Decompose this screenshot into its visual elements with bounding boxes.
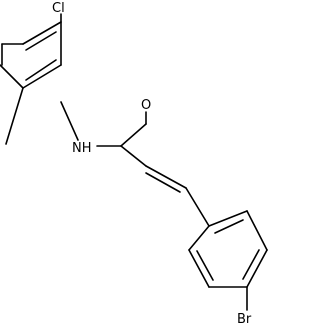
carbonyl-to-alkene-bond [120,145,147,167]
ring2-inner-double-2 [242,249,260,280]
chlorine-label: Cl [52,1,65,16]
carbonyl-double-bond-1 [120,123,147,147]
ring2-bond-5 [188,249,210,288]
ring1-inner-double-1 [25,31,57,51]
ring1-bond-bottom-left [0,64,24,89]
ring2-bond-6 [188,225,210,251]
ring2-bond-3 [246,249,268,288]
methyl-bond [5,87,24,145]
alkene-to-ring-bond [185,187,210,227]
ring1-bond-top-right [22,21,62,45]
ring2-bond-2 [246,210,268,251]
alkene-double-bond-inner [145,172,181,193]
alkene-double-bond-outer [145,165,187,189]
ring-to-nh-bond [60,101,79,141]
chemical-structure-diagram: Cl NH O Br [0,1,268,327]
bromophenyl-ring [188,210,268,288]
bromine-label: Br [237,312,252,327]
ring1-inner-double-2 [25,59,57,81]
chloromethylphenyl-ring [0,21,62,89]
ring2-inner-double-1 [214,219,244,234]
nh-label: NH [72,141,92,156]
ring2-inner-double-3 [196,250,214,281]
oxygen-label: O [141,98,151,113]
ring1-bond-right-lower [22,64,62,89]
ring2-bond-1 [208,210,248,227]
